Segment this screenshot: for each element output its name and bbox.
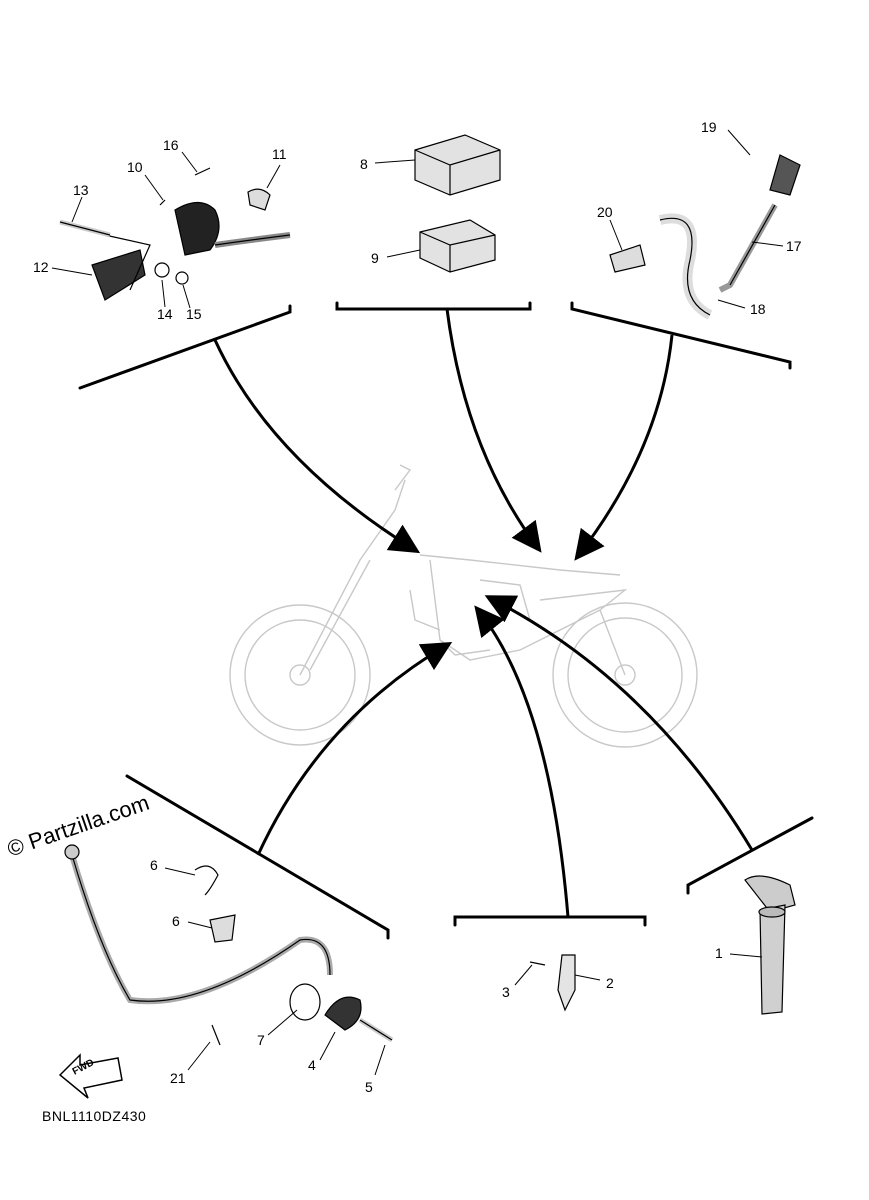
throttle-grip-group xyxy=(744,875,796,1015)
callout-20: 20 xyxy=(597,204,613,220)
callout-13: 13 xyxy=(73,182,89,198)
diagram-code: BNL1110DZ430 xyxy=(42,1108,147,1124)
callout-6b: 6 xyxy=(172,913,180,929)
harness-group xyxy=(609,154,801,320)
callout-8: 8 xyxy=(360,156,368,172)
bracket-bars xyxy=(78,301,814,940)
callout-4: 4 xyxy=(308,1057,316,1073)
callout-1: 1 xyxy=(715,945,723,961)
lower-harness-group xyxy=(64,844,394,1046)
ecu-modules xyxy=(414,134,501,273)
callout-6a: 6 xyxy=(150,857,158,873)
callout-5: 5 xyxy=(365,1079,373,1095)
callout-15: 15 xyxy=(186,306,202,322)
callout-16: 16 xyxy=(163,137,179,153)
callout-9: 9 xyxy=(371,250,379,266)
callout-19: 19 xyxy=(701,119,717,135)
callout-12: 12 xyxy=(33,259,49,275)
leader-arrows xyxy=(213,308,754,918)
fwd-arrow-icon xyxy=(58,1053,123,1099)
callout-3: 3 xyxy=(502,984,510,1000)
callout-11: 11 xyxy=(272,146,287,162)
callout-10: 10 xyxy=(127,159,143,175)
callout-17: 17 xyxy=(786,238,802,254)
callout-21: 21 xyxy=(170,1070,186,1086)
motorcycle-silhouette xyxy=(229,464,698,748)
callout-18: 18 xyxy=(750,301,766,317)
callout-leaders xyxy=(51,129,784,1076)
callout-2: 2 xyxy=(606,975,614,991)
ignition-coil-group xyxy=(59,167,291,301)
callout-14: 14 xyxy=(157,306,173,322)
callout-7: 7 xyxy=(257,1032,265,1048)
sensor-group xyxy=(529,954,576,1012)
